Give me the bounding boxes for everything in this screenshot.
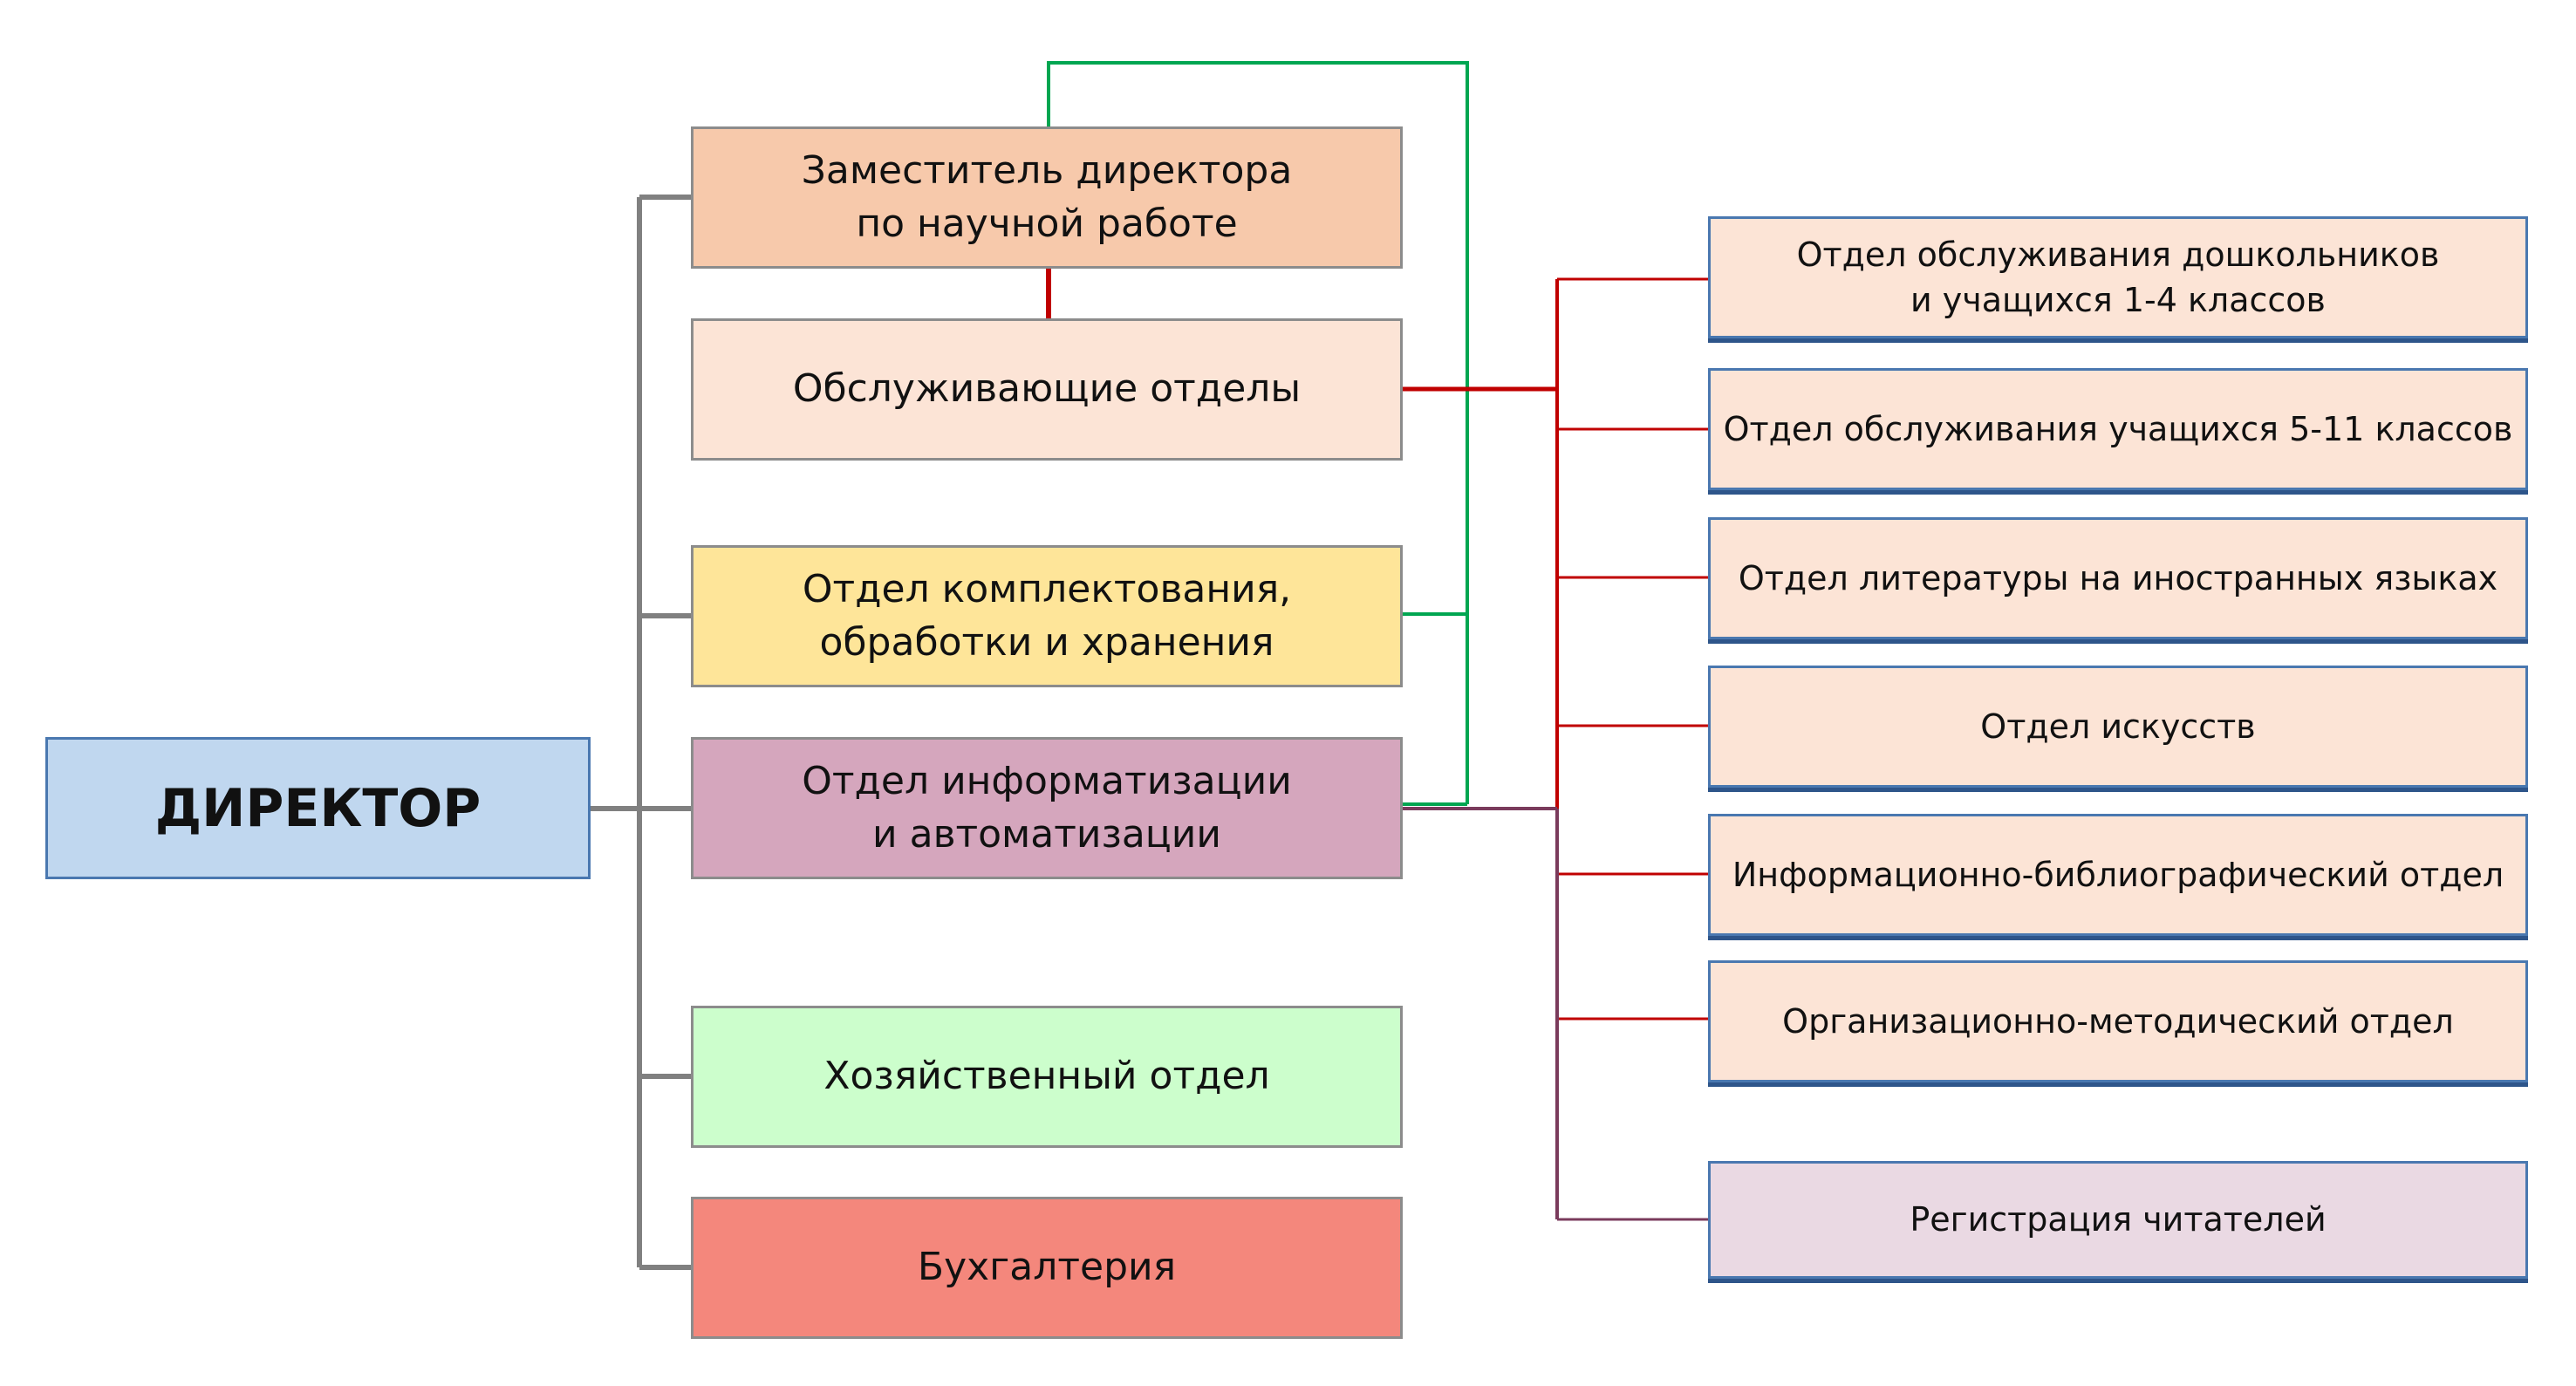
info-bibliographic-label: Информационно-библиографический отдел xyxy=(1732,855,2504,894)
deputy-loop-top xyxy=(1047,61,1469,804)
methodical-department-box: Организационно-методический отдел xyxy=(1708,960,2528,1082)
reader-registration-box: Регистрация читателей xyxy=(1708,1161,2528,1279)
arts-department-label: Отдел искусств xyxy=(1980,707,2256,746)
grades-5-11-service-label: Отдел обслуживания учащихся 5-11 классов xyxy=(1723,409,2513,448)
deputy-director-label: Заместитель директора по научной работе xyxy=(801,147,1293,246)
accounting-box: Бухгалтерия xyxy=(691,1197,1403,1339)
reader-registration-label: Регистрация читателей xyxy=(1910,1200,2327,1239)
director-label: ДИРЕКТОР xyxy=(154,777,482,839)
service-departments-box: Обслуживающие отделы xyxy=(691,318,1403,461)
accounting-label: Бухгалтерия xyxy=(917,1245,1177,1290)
foreign-literature-label: Отдел литературы на иностранных языках xyxy=(1738,558,2498,597)
grades-5-11-service-box: Отдел обслуживания учащихся 5-11 классов xyxy=(1708,368,2528,490)
service-departments-label: Обслуживающие отделы xyxy=(792,366,1302,412)
it-department-label: Отдел информатизации и автоматизации xyxy=(802,758,1292,857)
preschool-service-box: Отдел обслуживания дошкольников и учащих… xyxy=(1708,216,2528,338)
deputy-director-box: Заместитель директора по научной работе xyxy=(691,126,1403,269)
acquisition-department-box: Отдел комплектования, обработки и хранен… xyxy=(691,545,1403,687)
methodical-department-label: Организационно-методический отдел xyxy=(1782,1001,2454,1041)
household-department-box: Хозяйственный отдел xyxy=(691,1006,1403,1148)
household-department-label: Хозяйственный отдел xyxy=(823,1054,1270,1099)
preschool-service-label: Отдел обслуживания дошкольников и учащих… xyxy=(1796,235,2440,319)
it-department-box: Отдел информатизации и автоматизации xyxy=(691,737,1403,879)
arts-department-box: Отдел искусств xyxy=(1708,666,2528,788)
info-bibliographic-box: Информационно-библиографический отдел xyxy=(1708,814,2528,936)
director-box: ДИРЕКТОР xyxy=(45,737,591,879)
acquisition-department-label: Отдел комплектования, обработки и хранен… xyxy=(802,566,1292,665)
foreign-literature-box: Отдел литературы на иностранных языках xyxy=(1708,517,2528,639)
